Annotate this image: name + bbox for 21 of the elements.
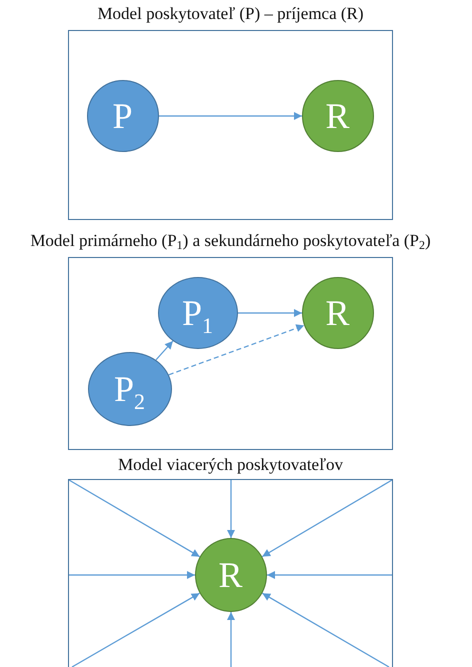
panel-title: Model viacerých poskytovateľov (118, 455, 343, 475)
node-label: R (325, 96, 350, 136)
dashed-arrow (168, 324, 304, 376)
arrow (156, 340, 174, 360)
panel-title: Model poskytovateľ (P) – príjemca (R) (97, 4, 364, 24)
node-label: R (218, 554, 242, 594)
arrow (262, 479, 392, 558)
arrow (72, 592, 200, 667)
arrow (227, 612, 235, 667)
panel-title: Model primárneho (P$_{1}$) a sekundárneho poskytovateľa (P$_{2}$) (30, 231, 431, 251)
arrow (238, 309, 302, 317)
arrow (159, 112, 302, 120)
node-label: P (112, 96, 133, 136)
arrow (69, 571, 195, 579)
arrow (68, 479, 200, 558)
arrow (262, 592, 390, 667)
node-label: P$_{2}$ (114, 368, 146, 408)
node-label: P$_{1}$ (182, 292, 214, 332)
arrow (267, 571, 392, 579)
arrow (227, 480, 235, 538)
node-label: R (325, 292, 350, 332)
